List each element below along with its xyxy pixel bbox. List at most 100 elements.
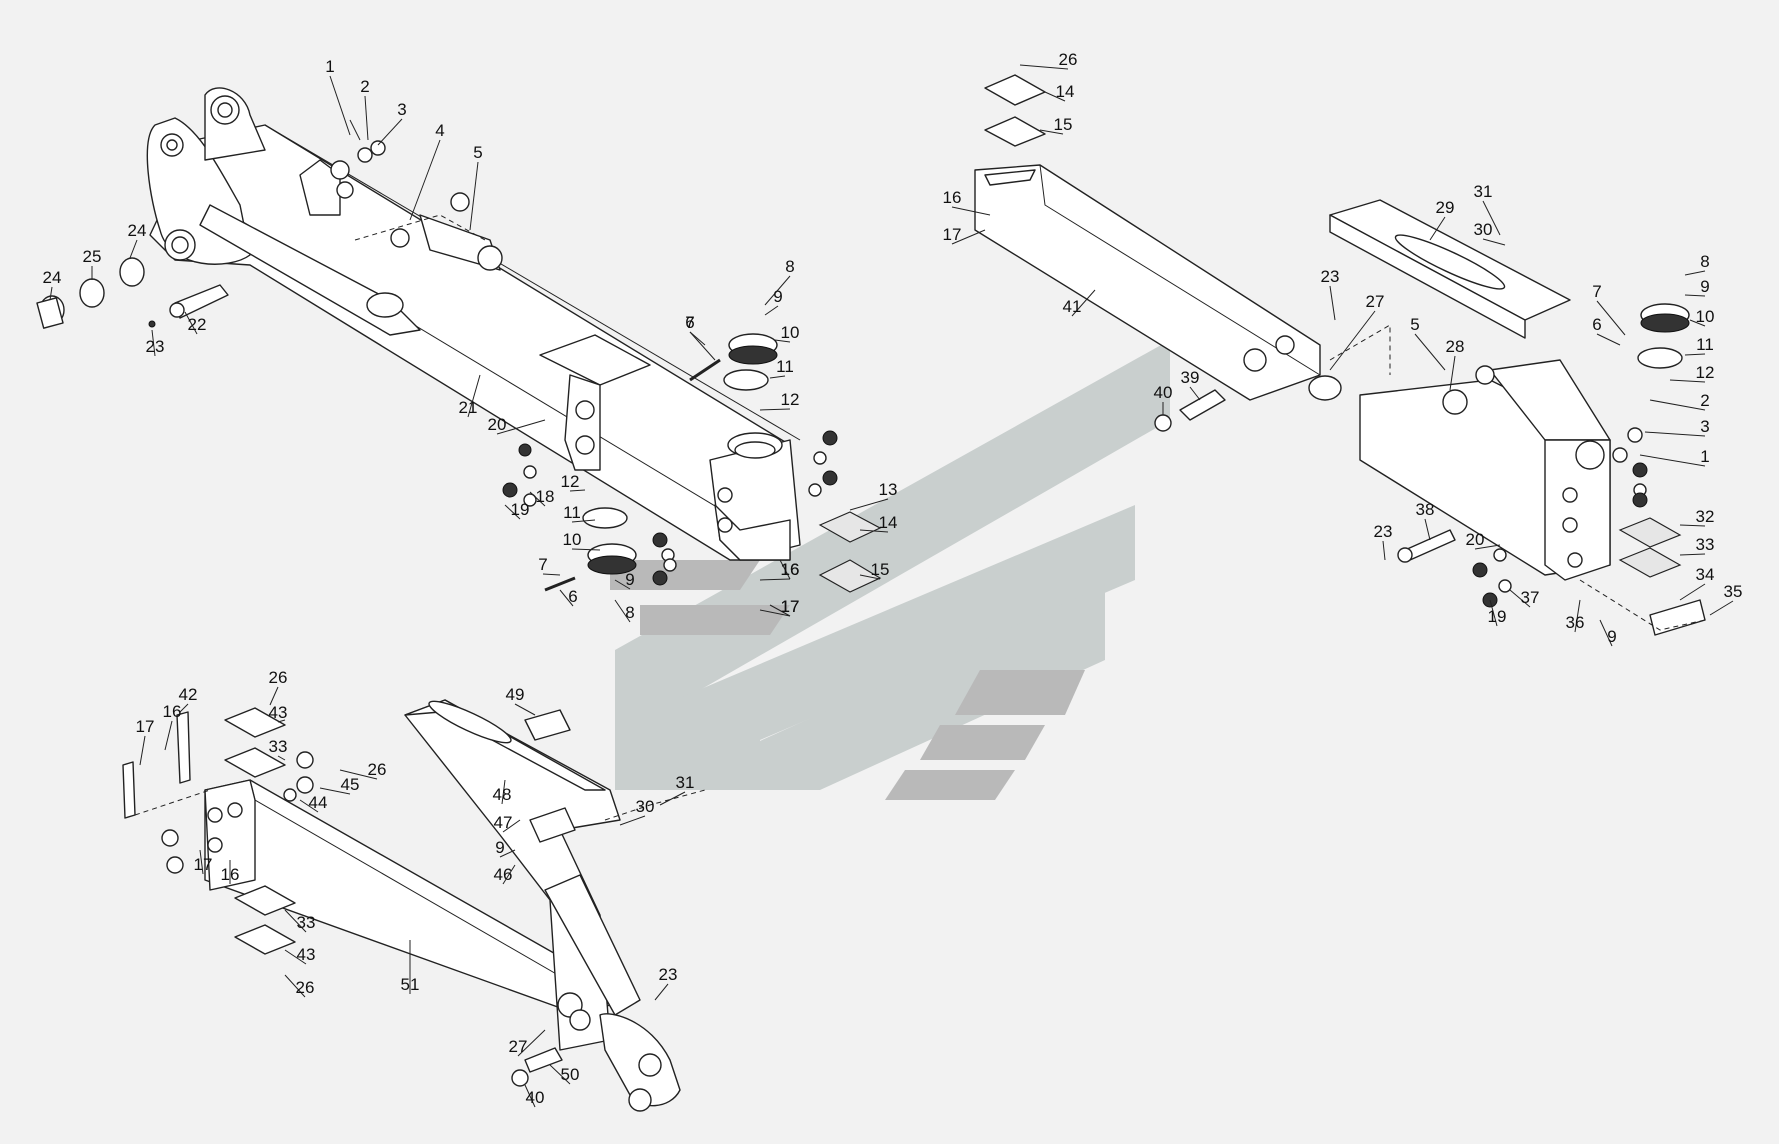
leader-line xyxy=(849,498,889,511)
part-callout-26: 26 xyxy=(368,760,387,779)
leader-line xyxy=(542,573,561,576)
part-callout-27: 27 xyxy=(509,1037,528,1056)
part-callout-5: 5 xyxy=(1410,315,1419,334)
leader-line xyxy=(859,574,881,580)
part-callout-1: 1 xyxy=(325,57,334,76)
leader-line xyxy=(559,589,574,607)
leader-line xyxy=(951,206,991,216)
leader-line xyxy=(496,419,546,435)
leader-line xyxy=(1449,355,1456,391)
part-callout-29: 29 xyxy=(1436,198,1455,217)
leader-line xyxy=(284,909,307,933)
part-callout-36: 36 xyxy=(1566,613,1585,632)
leader-line xyxy=(689,331,716,361)
leader-line xyxy=(654,983,669,1001)
part-callout-39: 39 xyxy=(1181,368,1200,387)
leader-line xyxy=(1329,285,1336,321)
part-callout-6: 6 xyxy=(568,587,577,606)
part-callout-9: 9 xyxy=(773,287,782,306)
part-callout-26: 26 xyxy=(269,668,288,687)
part-callout-23: 23 xyxy=(659,965,678,984)
leader-line xyxy=(1189,386,1201,401)
leader-line xyxy=(529,491,546,507)
leader-line xyxy=(1709,600,1734,616)
part-callout-15: 15 xyxy=(1054,115,1073,134)
leader-line xyxy=(179,703,189,713)
leader-line xyxy=(759,408,791,411)
leader-line xyxy=(339,769,378,780)
leader-line xyxy=(501,779,506,805)
part-callout-43: 43 xyxy=(269,703,288,722)
part-callout-4: 4 xyxy=(435,121,444,140)
leader-line xyxy=(659,791,686,806)
part-callout-13: 13 xyxy=(879,480,898,499)
part-callout-18: 18 xyxy=(536,487,555,506)
bushing-24-b xyxy=(119,257,145,287)
part-callout-14: 14 xyxy=(879,513,898,532)
leader-line xyxy=(689,331,706,346)
part-callout-8: 8 xyxy=(625,603,634,622)
part-callout-6: 6 xyxy=(685,313,694,332)
leader-line xyxy=(769,375,786,379)
part-callout-37: 37 xyxy=(1521,588,1540,607)
part-callout-43: 43 xyxy=(297,945,316,964)
leader-line xyxy=(284,974,306,998)
leader-line xyxy=(951,229,986,245)
part-callout-11: 11 xyxy=(1696,335,1714,354)
part-callout-3: 3 xyxy=(1700,417,1709,436)
arm-48 xyxy=(404,699,621,1051)
part-callout-45: 45 xyxy=(341,775,360,794)
leader-line xyxy=(1684,270,1706,276)
part-callout-8: 8 xyxy=(785,257,794,276)
leader-line xyxy=(1644,431,1706,437)
leader-line xyxy=(1689,319,1706,327)
part-callout-44: 44 xyxy=(309,793,328,812)
watermark-logo xyxy=(610,340,1170,800)
leader-line xyxy=(184,311,198,335)
part-callout-24: 24 xyxy=(43,268,62,287)
part-callout-14: 14 xyxy=(1056,82,1075,101)
leader-line xyxy=(277,719,286,723)
leader-line xyxy=(1424,518,1431,541)
part-callout-11: 11 xyxy=(563,503,581,522)
leader-line xyxy=(1574,599,1581,633)
part-callout-23: 23 xyxy=(146,337,165,356)
leader-line xyxy=(502,864,516,885)
part-callout-25: 25 xyxy=(83,247,102,266)
part-callout-17: 17 xyxy=(194,855,213,874)
lower-boom-assembly xyxy=(122,699,706,1112)
part-callout-16: 16 xyxy=(943,188,962,207)
part-callout-48: 48 xyxy=(493,785,512,804)
part-callout-1: 1 xyxy=(1700,447,1709,466)
leader-line xyxy=(151,329,156,357)
leader-line xyxy=(129,239,138,259)
cap-10-lower xyxy=(587,543,637,575)
leader-line xyxy=(1489,599,1498,627)
leader-line xyxy=(1649,399,1706,411)
part-callout-26: 26 xyxy=(296,978,315,997)
part-callout-31: 31 xyxy=(1474,182,1493,201)
leader-line xyxy=(1071,289,1096,317)
part-callout-51: 51 xyxy=(401,975,420,994)
part-callout-19: 19 xyxy=(511,500,530,519)
leader-line xyxy=(409,139,441,221)
leader-line xyxy=(774,339,791,343)
leader-line xyxy=(1382,540,1386,561)
part-callout-12: 12 xyxy=(561,472,580,491)
part-callout-23: 23 xyxy=(1374,522,1393,541)
leader-line xyxy=(1684,353,1706,356)
part-callout-22: 22 xyxy=(188,315,207,334)
part-callout-17: 17 xyxy=(781,597,800,616)
leader-line xyxy=(571,519,596,523)
part-callout-20: 20 xyxy=(488,415,507,434)
leader-line xyxy=(1329,310,1376,371)
leader-line xyxy=(859,529,889,533)
leader-line xyxy=(1596,333,1621,346)
part-callout-7: 7 xyxy=(1592,282,1601,301)
part-callout-16: 16 xyxy=(163,702,182,721)
part-callout-7: 7 xyxy=(538,555,547,574)
part-callout-33: 33 xyxy=(269,737,288,756)
leader-line xyxy=(1482,200,1501,236)
part-callout-30: 30 xyxy=(636,797,655,816)
